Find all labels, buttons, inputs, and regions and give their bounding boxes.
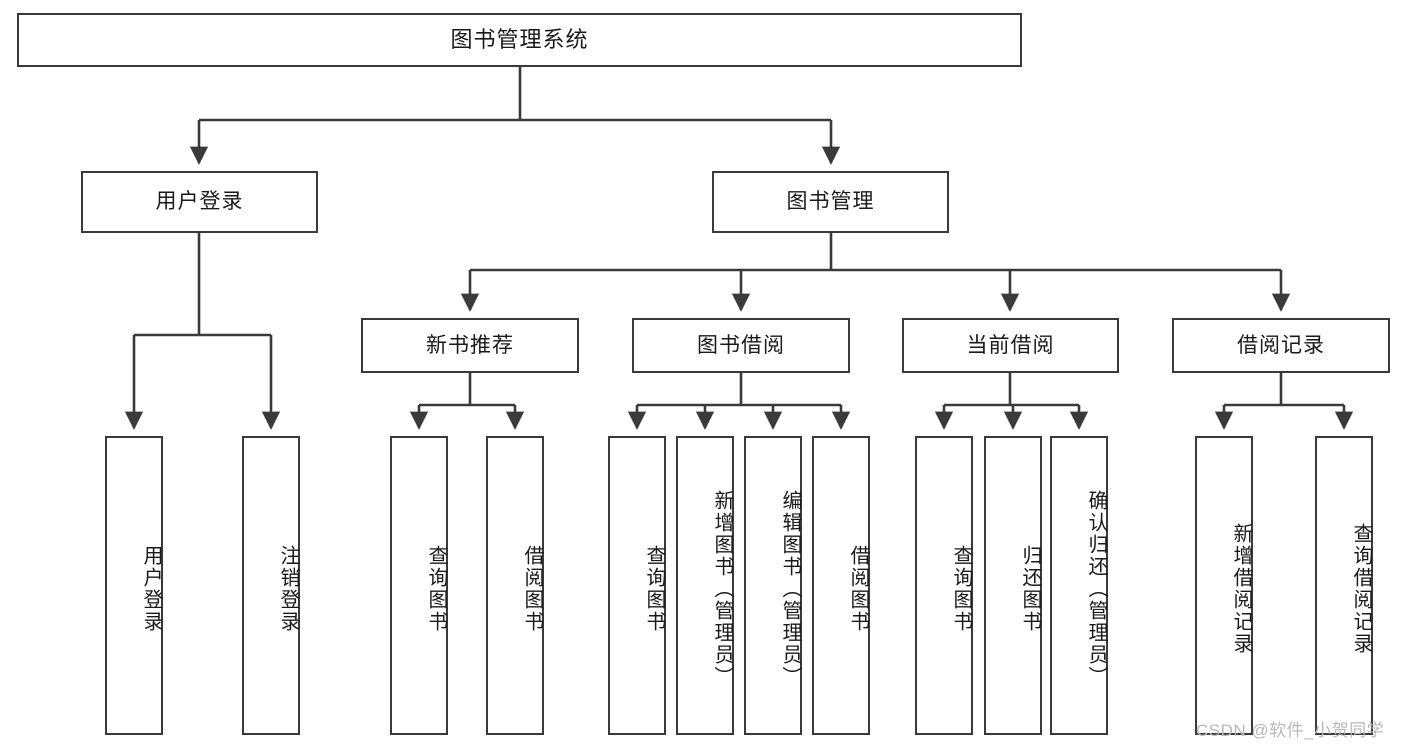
leaf-query-borrow-record[interactable]: 查询借阅记录 [1315,436,1373,735]
leaf-borrow-book-recommend[interactable]: 借阅图书 [486,436,544,735]
leaf-add-book-admin[interactable]: 新增图书（管理员） [676,436,734,735]
leaf-add-borrow-record[interactable]: 新增借阅记录 [1195,436,1253,735]
leaf-query-book-current[interactable]: 查询图书 [915,436,973,735]
node-book-admin[interactable]: 图书管理 [712,171,949,233]
leaf-user-logout[interactable]: 注销登录 [242,436,300,735]
node-root[interactable]: 图书管理系统 [17,13,1022,67]
node-user-login[interactable]: 用户登录 [81,171,318,233]
leaf-query-book-recommend[interactable]: 查询图书 [390,436,448,735]
node-borrow-record[interactable]: 借阅记录 [1172,318,1390,373]
node-current-borrow[interactable]: 当前借阅 [902,318,1119,373]
leaf-confirm-return-admin[interactable]: 确认归还（管理员） [1050,436,1108,735]
leaf-borrow-book[interactable]: 借阅图书 [812,436,870,735]
leaf-user-login[interactable]: 用户登录 [105,436,163,735]
node-new-book-recommend[interactable]: 新书推荐 [361,318,579,373]
leaf-query-book-borrow[interactable]: 查询图书 [608,436,666,735]
node-book-borrow[interactable]: 图书借阅 [632,318,850,373]
leaf-edit-book-admin[interactable]: 编辑图书（管理员） [744,436,802,735]
leaf-return-book[interactable]: 归还图书 [984,436,1042,735]
